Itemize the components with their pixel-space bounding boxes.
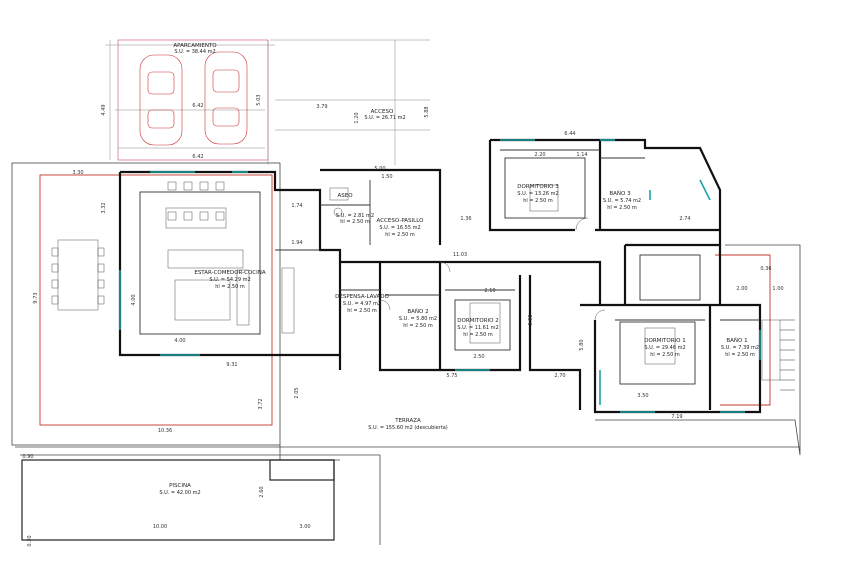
room-area-bano3: S.U. = 5.74 m2 xyxy=(603,198,641,204)
room-name-despensa: DESPENSA-LAVADO xyxy=(335,294,389,300)
room-name-acceso-pasillo: ACCESO-PASILLO xyxy=(377,218,425,224)
dimension-label: 3.50 xyxy=(637,393,648,399)
dimension-label: 3.30 xyxy=(72,170,83,176)
dimension-label: 3.32 xyxy=(101,202,107,213)
parking-grid xyxy=(105,39,430,165)
room-height-bano2: hl = 2.50 m xyxy=(403,323,433,329)
room-area-aseo: S.U. = 2.81 m2 xyxy=(336,213,374,219)
dimension-label: 5.75 xyxy=(446,373,457,379)
dimension-label: 1.74 xyxy=(291,203,302,209)
dimension-label: 9.31 xyxy=(226,362,237,368)
room-name-acceso: ACCESO xyxy=(371,109,394,115)
room-height-dormitorio3: hl = 2.50 m xyxy=(523,198,553,204)
dimension-label: 7.19 xyxy=(671,414,682,420)
dimension-label: 1.00 xyxy=(772,286,783,292)
dimension-label: 10.36 xyxy=(158,428,172,434)
dimension-label: 3.00 xyxy=(299,524,310,530)
dimension-label: 0.36 xyxy=(760,266,771,272)
dimension-label: 1.50 xyxy=(381,174,392,180)
room-name-aseo: ASEO xyxy=(337,193,353,199)
room-area-acceso: S.U. = 26.71 m2 xyxy=(364,115,405,121)
car-icon xyxy=(139,51,248,146)
room-area-dormitorio3: S.U. = 13.26 m2 xyxy=(517,191,558,197)
room-area-terraza: S.U. = 155.60 m2 (descubierta) xyxy=(368,425,448,431)
room-height-dormitorio1: hl = 2.50 m xyxy=(650,352,680,358)
dimension-label: 1.36 xyxy=(460,216,471,222)
room-height-estar: hl = 2.50 m xyxy=(215,284,245,290)
dimension-label: 10.00 xyxy=(153,524,167,530)
room-area-aparcamiento: S.U. = 38.44 m2 xyxy=(174,49,215,55)
dimension-label: 4.00 xyxy=(131,294,137,305)
room-name-bano3: BAÑO 3 xyxy=(609,190,631,197)
room-height-acceso-pasillo: hl = 2.50 m xyxy=(385,232,415,238)
dimension-label: 2.60 xyxy=(259,486,265,497)
dimension-label: 4.00 xyxy=(174,338,185,344)
dimension-label: 6.42 xyxy=(192,154,203,160)
dimension-label: 0.30 xyxy=(27,535,33,546)
dimension-label: 5.03 xyxy=(256,94,262,105)
dimension-label: 2.05 xyxy=(294,387,300,398)
room-area-bano1: S.U. = 7.39 m2 xyxy=(721,345,759,351)
dimension-label: 2.50 xyxy=(473,354,484,360)
terrace-outline xyxy=(11,162,801,545)
room-height-aseo: hl = 2.50 m xyxy=(340,219,370,225)
room-area-bano2: S.U. = 5.80 m2 xyxy=(399,316,437,322)
dimension-label: 2.00 xyxy=(736,286,747,292)
windows xyxy=(119,139,761,413)
dimension-label: 5.88 xyxy=(424,106,430,117)
room-name-piscina: PISCINA xyxy=(169,483,191,489)
room-height-bano1: hl = 2.50 m xyxy=(725,352,755,358)
dimension-label: 3.72 xyxy=(258,398,264,409)
room-name-aparcamiento: APARCAMIENTO xyxy=(173,43,217,49)
doors xyxy=(379,217,606,321)
room-height-bano3: hl = 2.50 m xyxy=(607,205,637,211)
room-area-dormitorio2: S.U. = 11.61 m2 xyxy=(457,325,498,331)
room-name-bano1: BAÑO 1 xyxy=(726,337,747,344)
dimension-label: 1.14 xyxy=(576,152,587,158)
room-name-dormitorio1: DORMITORIO 1 xyxy=(644,338,685,344)
dimension-label: 4.49 xyxy=(101,104,107,115)
room-name-estar: ESTAR-COMEDOR-COCINA xyxy=(194,270,266,276)
room-area-despensa: S.U. = 4.97 m2 xyxy=(343,301,381,307)
inner-walls xyxy=(139,149,760,385)
dimension-label: 2.20 xyxy=(534,152,545,158)
dimension-label: 2.10 xyxy=(484,288,495,294)
dimension-label: 6.44 xyxy=(564,131,575,137)
room-area-estar: S.U. = 54.29 m2 xyxy=(209,277,250,283)
room-name-bano2: BAÑO 2 xyxy=(407,308,428,315)
room-name-terraza: TERRAZA xyxy=(394,418,421,424)
room-name-dormitorio3: DORMITORIO 3 xyxy=(517,184,559,190)
dimension-label: 6.42 xyxy=(192,103,203,109)
dimension-label: 5.00 xyxy=(374,166,385,172)
walls xyxy=(118,138,762,414)
room-height-dormitorio2: hl = 2.50 m xyxy=(463,332,493,338)
dimension-label: 5.80 xyxy=(579,339,585,350)
dimension-label: 2.70 xyxy=(554,373,565,379)
dimension-label: 1.20 xyxy=(354,112,360,123)
room-area-acceso-pasillo: S.U. = 16.55 m2 xyxy=(379,225,420,231)
dimension-label: 9.73 xyxy=(33,292,39,303)
dimension-label: 1.94 xyxy=(291,240,302,246)
dimension-label: 11.03 xyxy=(453,252,467,258)
room-name-dormitorio2: DORMITORIO 2 xyxy=(457,318,498,324)
pool-outline xyxy=(21,459,335,541)
dimension-label: 3.98 xyxy=(528,314,534,325)
room-height-despensa: hl = 2.50 m xyxy=(347,308,377,314)
room-area-piscina: S.U. = 42.00 m2 xyxy=(159,490,200,496)
dimension-label: 2.74 xyxy=(679,216,690,222)
dimension-label: 0.90 xyxy=(22,454,33,460)
dimension-label: 3.79 xyxy=(316,104,327,110)
room-area-dormitorio1: S.U. = 29.46 m2 xyxy=(644,345,685,351)
stairs xyxy=(780,319,795,391)
